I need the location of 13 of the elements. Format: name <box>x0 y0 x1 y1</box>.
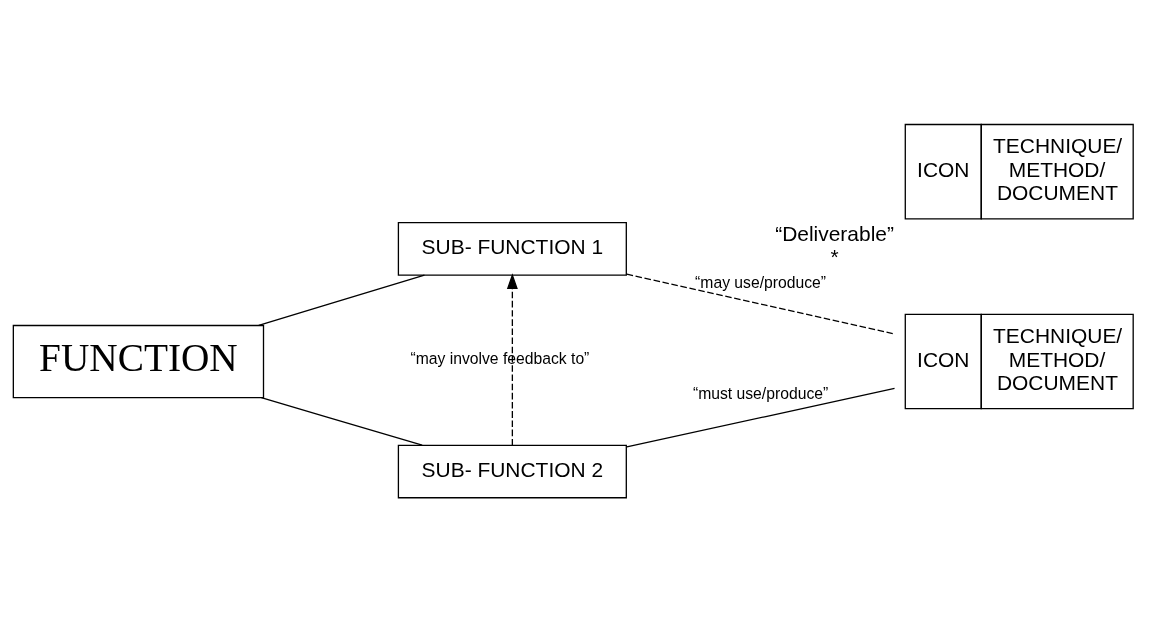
arrow <box>506 273 518 446</box>
edge-label: “may involve feedback to” <box>410 350 590 368</box>
node-label: “Deliverable” <box>775 221 894 245</box>
connector <box>258 274 426 327</box>
node-box: FUNCTION <box>12 324 265 399</box>
edge-label: “may use/produce” <box>695 273 827 291</box>
connector <box>260 396 423 446</box>
node-box: SUB- FUNCTION 1 <box>397 222 627 276</box>
node-box: SUB- FUNCTION 2 <box>397 444 627 499</box>
connector <box>626 273 896 335</box>
connector <box>626 387 896 448</box>
node-label: * <box>830 245 839 269</box>
edge-label: “must use/produce” <box>692 385 829 402</box>
